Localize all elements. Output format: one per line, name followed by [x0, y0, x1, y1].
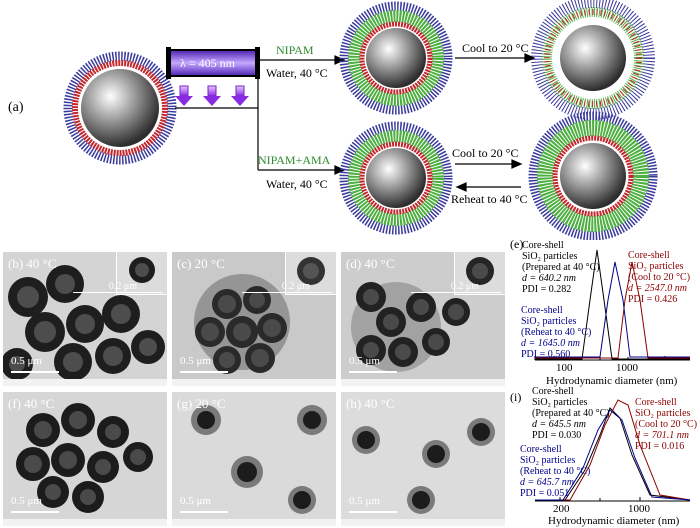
- inset-scale-bar: [242, 292, 332, 293]
- particles-image: [194, 274, 290, 374]
- inset-image: [116, 252, 167, 295]
- particles-image: [16, 403, 153, 513]
- particle-nipam-40c: [339, 1, 453, 115]
- particle-nipam-ama-40c: [339, 121, 453, 235]
- tem-panel-c: 0.2 μm (c) 20 °C 0.5 μm: [172, 252, 336, 386]
- tem-panel-g: (g) 20 °C 0.5 μm: [172, 392, 336, 526]
- scale-label: 0.5 μm: [349, 495, 380, 507]
- light-source-lamp: [166, 47, 260, 79]
- scheme-diagram: [63, 0, 658, 240]
- scale-bar: [180, 371, 228, 373]
- tem-panel-f: (f) 40 °C 0.5 μm: [3, 392, 167, 526]
- wavelength-label: λ = 405 nm: [180, 56, 235, 70]
- particles-image: [3, 265, 165, 381]
- panel-label-c: (c) 20 °C: [177, 256, 225, 271]
- bottom-condition-label: Water, 40 °C: [266, 177, 328, 191]
- inset-scale-bar: [73, 292, 163, 293]
- plot-e-tick-1000: 1000: [616, 362, 638, 374]
- tem-panel-h: (h) 40 °C 0.5 μm: [341, 392, 505, 526]
- instrument-footer: [341, 519, 505, 526]
- plot-i-tick-200: 200: [553, 503, 570, 515]
- panel-label-h: (h) 40 °C: [346, 396, 395, 411]
- instrument-footer: [341, 379, 505, 386]
- inset-scale-label: 0.2 μm: [281, 281, 310, 292]
- panel-label-f: (f) 40 °C: [8, 396, 55, 411]
- plot-e-xlabel: Hydrodynamic diameter (nm): [546, 375, 678, 387]
- initial-particle: [63, 51, 177, 165]
- scale-bar: [349, 511, 397, 513]
- top-condition-label: Water, 40 °C: [266, 66, 328, 80]
- scale-label: 0.5 μm: [180, 355, 211, 367]
- instrument-footer: [3, 379, 167, 386]
- scale-label: 0.5 μm: [11, 355, 42, 367]
- process-arrows: [455, 53, 536, 192]
- top-action-label: Cool to 20 °C: [462, 41, 529, 55]
- plot-i-tick-1000: 1000: [628, 503, 650, 515]
- scale-bar: [11, 371, 59, 373]
- plot-i-xlabel: Hydrodynamic diameter (nm): [548, 515, 680, 527]
- particle-nipam-ama-20c: [528, 111, 658, 240]
- top-monomer-label: NIPAM: [276, 43, 314, 57]
- particles-image: [352, 418, 495, 514]
- particles-image: [351, 282, 470, 372]
- panel-label-i: (i): [510, 390, 522, 404]
- panel-label-g: (g) 20 °C: [177, 396, 226, 411]
- bottom-back-label: Reheat to 40 °C: [451, 192, 528, 206]
- instrument-footer: [172, 379, 336, 386]
- tem-panel-d: 0.2 μm (d) 40 °C 0.5 μm: [341, 252, 505, 386]
- panel-label-b: (b) 40 °C: [8, 256, 57, 271]
- scale-label: 0.5 μm: [349, 355, 380, 367]
- instrument-footer: [172, 519, 336, 526]
- panel-label-e: (e): [510, 237, 524, 251]
- scale-label: 0.5 μm: [180, 495, 211, 507]
- inset-image: [454, 252, 505, 295]
- inset-scale-label: 0.2 μm: [108, 281, 137, 292]
- inset-scale-bar: [411, 292, 501, 293]
- bottom-monomer-label: NIPAM+AMA: [258, 153, 331, 167]
- scale-label: 0.5 μm: [11, 495, 42, 507]
- instrument-footer: [3, 519, 167, 526]
- scale-bar: [180, 511, 228, 513]
- bottom-forward-label: Cool to 20 °C: [452, 146, 519, 160]
- panel-label-d: (d) 40 °C: [346, 256, 395, 271]
- light-arrows: [175, 85, 249, 106]
- plot-e-tick-100: 100: [556, 362, 573, 374]
- inset-image: [285, 252, 336, 295]
- particle-nipam-20c: [531, 0, 655, 120]
- tem-panel-b: 0.2 μm (b) 40 °C 0.5 μm: [3, 252, 167, 386]
- panel-label-a: (a): [8, 100, 24, 115]
- inset-scale-label: 0.2 μm: [450, 281, 479, 292]
- scale-bar: [349, 371, 397, 373]
- scale-bar: [11, 511, 59, 513]
- particles-image: [191, 405, 327, 514]
